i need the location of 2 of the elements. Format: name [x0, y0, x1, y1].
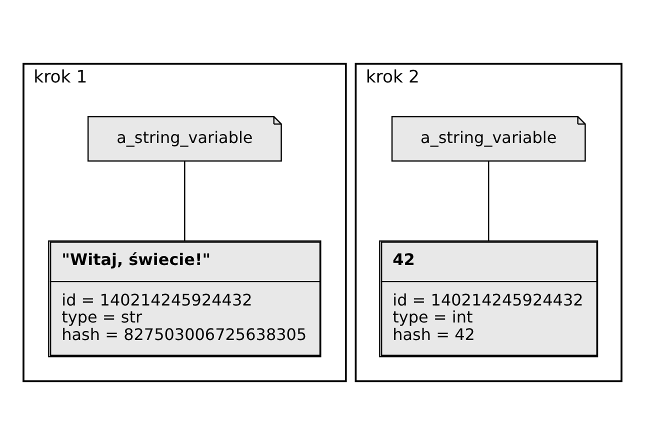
- connector: [184, 160, 186, 240]
- connector: [488, 160, 490, 240]
